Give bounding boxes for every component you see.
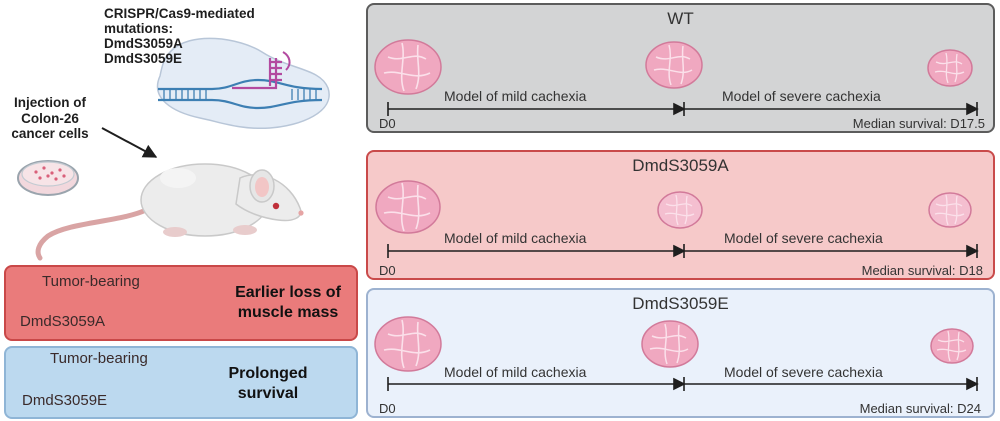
panel-title: DmdS3059A <box>632 156 729 175</box>
muscle-section-icon <box>930 328 974 364</box>
day0-label: D0 <box>379 401 396 416</box>
panel-title: DmdS3059E <box>632 294 729 313</box>
muscle-section-icon <box>374 39 442 95</box>
median-survival-label: Median survival: D18 <box>861 263 983 278</box>
muscle-section-icon <box>375 180 441 234</box>
severe-cachexia-label: Model of severe cachexia <box>724 364 883 380</box>
outcome-line: survival <box>237 385 299 402</box>
muscle-section-icon <box>374 316 442 372</box>
mutation-label: DmdS3059E <box>22 392 108 409</box>
muscle-section-icon <box>645 41 703 89</box>
panel-wt: WT Model of mild cachexia Model of sever… <box>366 3 995 133</box>
crispr-line: DmdS3059A <box>104 36 183 51</box>
outcome-line: muscle mass <box>237 304 339 321</box>
severe-cachexia-label: Model of severe cachexia <box>724 230 883 246</box>
muscle-section-icon <box>928 192 972 228</box>
panel-title: WT <box>667 9 694 28</box>
timeline-axis <box>387 377 979 391</box>
cell-outline-icon <box>157 37 330 130</box>
mouse-icon <box>35 163 304 261</box>
tumor-bearing-label: Tumor-bearing <box>50 350 148 367</box>
timeline-axis <box>387 102 979 116</box>
crispr-line: CRISPR/Cas9-mediated <box>104 6 255 21</box>
outcome-text: Earlier loss of muscle mass <box>218 283 358 323</box>
crispr-line: mutations: <box>104 21 173 36</box>
day0-label: D0 <box>379 116 396 131</box>
injection-arrow <box>101 127 158 158</box>
severe-cachexia-label: Model of severe cachexia <box>722 88 881 104</box>
injection-line: cancer cells <box>11 126 89 141</box>
injection-label: Injection of Colon-26 cancer cells <box>4 95 96 142</box>
timeline <box>375 180 979 258</box>
injection-line: Injection of <box>14 95 86 110</box>
mild-cachexia-label: Model of mild cachexia <box>444 230 587 246</box>
crispr-line: DmdS3059E <box>104 51 183 66</box>
panel-dmds3059a: DmdS3059A Model of mild cachexia Model o… <box>366 150 995 280</box>
timeline <box>374 39 979 116</box>
panel-dmds3059e: DmdS3059E Model of mild cachexia Model o… <box>366 288 995 418</box>
mutation-label: DmdS3059A <box>20 313 106 330</box>
muscle-section-icon <box>657 191 703 229</box>
outcome-line: Earlier loss of <box>235 284 341 301</box>
median-survival-label: Median survival: D17.5 <box>852 116 985 131</box>
petri-dish-icon <box>17 160 79 196</box>
day0-label: D0 <box>379 263 396 278</box>
tumor-bearing-label: Tumor-bearing <box>42 273 140 290</box>
mild-cachexia-label: Model of mild cachexia <box>444 88 587 104</box>
outcome-box-s3059e: Tumor-bearing DmdS3059E Prolonged surviv… <box>4 346 358 419</box>
median-survival-label: Median survival: D24 <box>859 401 981 416</box>
outcome-text: Prolonged survival <box>206 364 330 404</box>
injection-line: Colon-26 <box>21 110 79 126</box>
timeline <box>374 316 979 391</box>
outcome-line: Prolonged <box>228 365 308 382</box>
dna-icon <box>158 51 323 110</box>
timeline-axis <box>387 244 979 258</box>
mild-cachexia-label: Model of mild cachexia <box>444 364 587 380</box>
crispr-label: CRISPR/Cas9-mediated mutations: DmdS3059… <box>104 6 255 66</box>
muscle-section-icon <box>641 320 699 368</box>
muscle-section-icon <box>927 49 973 87</box>
outcome-box-s3059a: Tumor-bearing DmdS3059A Earlier loss of … <box>4 265 358 341</box>
